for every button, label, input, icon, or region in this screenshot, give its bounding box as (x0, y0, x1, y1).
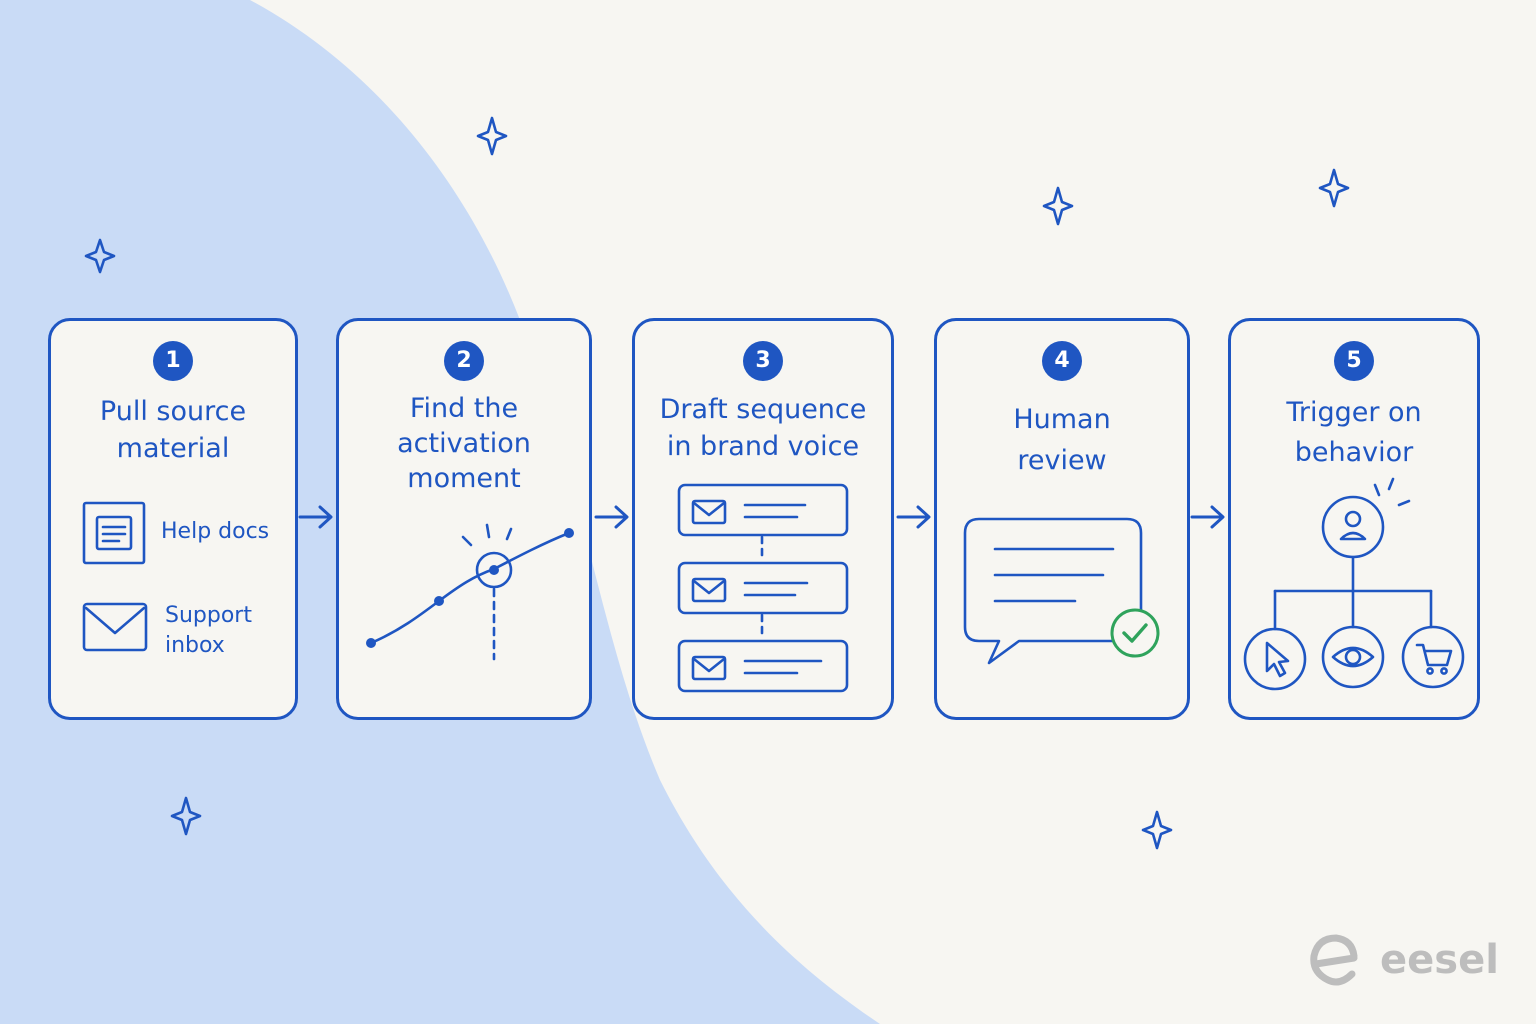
cursor-icon (1243, 627, 1307, 691)
mail-icon (82, 602, 148, 652)
step-card-5: 5 Trigger on behavior (1228, 318, 1480, 720)
email-card (677, 639, 849, 693)
step-number-badge: 3 (743, 341, 783, 381)
document-icon (82, 501, 146, 565)
step-number-badge: 4 (1042, 341, 1082, 381)
user-icon (1321, 495, 1385, 559)
sparkle-icon (170, 796, 202, 836)
step-card-1: 1 Pull source material Help docs Support… (48, 318, 298, 720)
sparkle-icon (476, 116, 508, 156)
step-card-2: 2 Find the activation moment (336, 318, 592, 720)
arrow-right-icon (896, 505, 931, 529)
step-number-badge: 2 (444, 341, 484, 381)
email-card (677, 561, 849, 615)
step-title: Find the activation moment (397, 393, 531, 494)
step-number-badge: 1 (153, 341, 193, 381)
email-sequence-icon (677, 483, 849, 693)
step-title: Draft sequence in brand voice (659, 394, 867, 462)
source-label-support-inbox: Support inbox (165, 603, 252, 658)
step-card-4: 4 Human review (934, 318, 1190, 720)
arrow-right-icon (298, 505, 333, 529)
email-card (677, 483, 849, 537)
activation-chart-icon (366, 523, 574, 661)
step-title: Human review (1013, 404, 1111, 476)
eye-icon (1321, 625, 1385, 689)
cart-icon (1401, 625, 1465, 689)
sparkle-icon (84, 238, 116, 274)
source-label-help-docs: Help docs (161, 519, 270, 544)
check-icon (1110, 608, 1160, 658)
eesel-logo-mark-icon (1310, 934, 1358, 986)
step-number-badge: 5 (1334, 341, 1374, 381)
step-title: Trigger on behavior (1286, 397, 1422, 468)
arrow-right-icon (594, 505, 629, 529)
eesel-logo-text: eesel (1380, 937, 1499, 983)
step-title: Pull source material (99, 396, 247, 464)
source-icons (82, 501, 148, 652)
step-card-3: 3 Draft sequence in brand voice (632, 318, 894, 720)
approved-message-icon (963, 517, 1160, 665)
sparkle-icon (1141, 810, 1173, 850)
sparkle-icon (1042, 186, 1074, 226)
sparkle-icon (1318, 168, 1350, 208)
behavior-trigger-tree (1243, 477, 1465, 691)
eesel-logo: eesel (1304, 930, 1504, 990)
arrow-right-icon (1190, 505, 1225, 529)
